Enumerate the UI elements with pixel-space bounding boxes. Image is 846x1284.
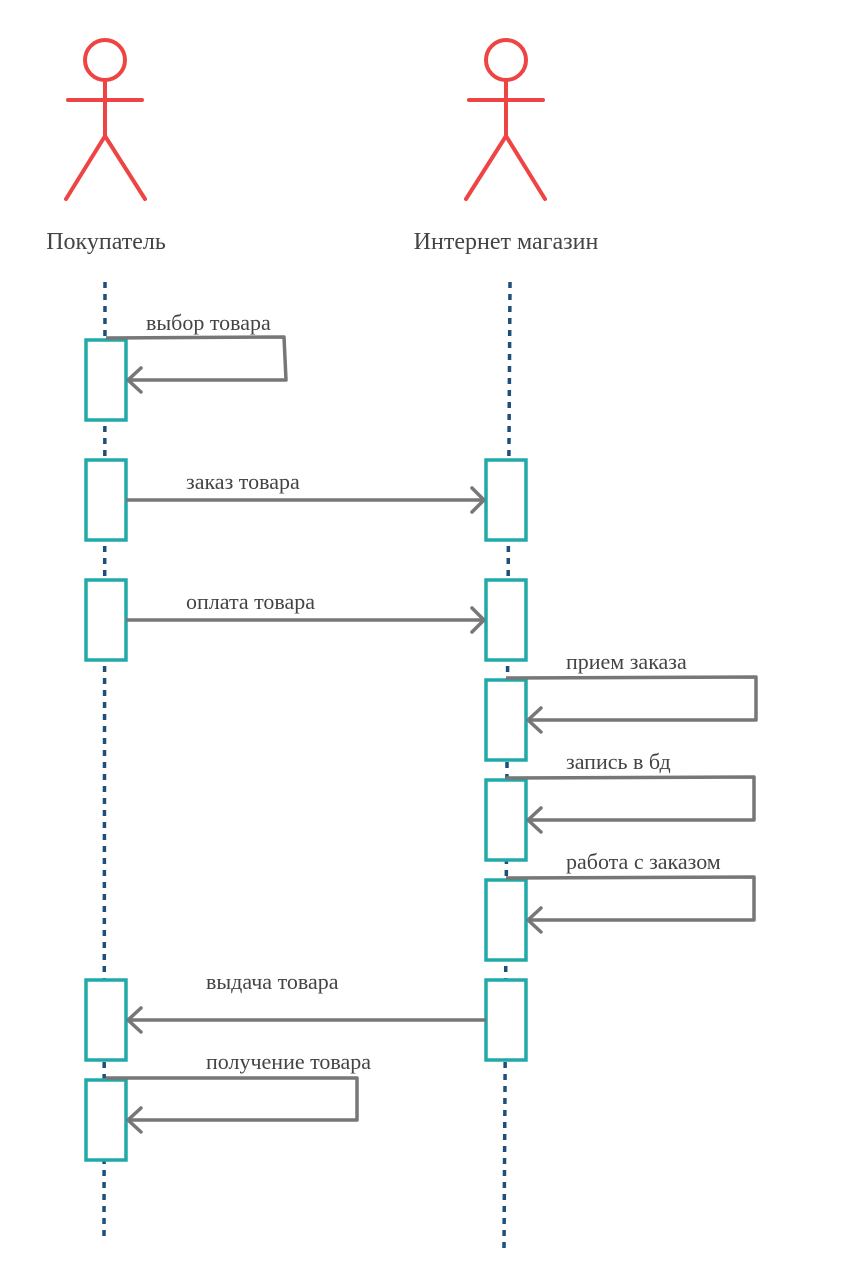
actor-buyer: Покупатель bbox=[46, 38, 166, 255]
actor-label-shop: Интернет магазин bbox=[414, 229, 599, 255]
message-write-db: запись в бд bbox=[505, 749, 756, 834]
message-label: прием заказа bbox=[566, 649, 687, 674]
arrowhead-icon bbox=[126, 1106, 143, 1134]
arrowhead-icon bbox=[526, 806, 543, 834]
message-label: заказ товара bbox=[186, 469, 300, 494]
activation-box bbox=[484, 678, 528, 762]
activation-box bbox=[84, 458, 128, 542]
message-process-order: работа с заказом bbox=[505, 849, 756, 934]
activation-box bbox=[84, 1078, 128, 1162]
message-label: запись в бд bbox=[566, 749, 671, 774]
message-pay-product: оплата товара bbox=[126, 589, 486, 634]
arrowhead-icon bbox=[526, 706, 543, 734]
lifeline-shop bbox=[502, 281, 512, 1249]
stick-figure-icon bbox=[464, 38, 547, 201]
arrowhead-icon bbox=[126, 1006, 143, 1034]
activation-box bbox=[484, 978, 528, 1062]
message-label: оплата товара bbox=[186, 589, 315, 614]
stick-figure-icon bbox=[64, 38, 147, 201]
arrowhead-icon bbox=[470, 606, 486, 634]
message-receive-product: получение товара bbox=[106, 1049, 371, 1134]
message-order-product: заказ товара bbox=[126, 469, 486, 514]
arrowhead-icon bbox=[470, 486, 486, 514]
message-accept-order: прием заказа bbox=[505, 649, 758, 734]
message-label: получение товара bbox=[206, 1049, 371, 1074]
message-label: выбор товара bbox=[146, 310, 271, 335]
message-issue-product: выдача товара bbox=[126, 969, 486, 1034]
activation-box bbox=[484, 878, 528, 962]
actor-label-buyer: Покупатель bbox=[46, 229, 166, 255]
message-label: выдача товара bbox=[206, 969, 339, 994]
activation-box bbox=[84, 338, 128, 422]
arrowhead-icon bbox=[126, 366, 143, 394]
lifeline-buyer bbox=[102, 281, 107, 1241]
activation-box bbox=[484, 578, 528, 662]
activation-box bbox=[84, 578, 128, 662]
actor-shop: Интернет магазин bbox=[414, 38, 599, 255]
arrowhead-icon bbox=[526, 906, 543, 934]
activation-box bbox=[484, 458, 528, 542]
message-label: работа с заказом bbox=[566, 849, 721, 874]
activation-box bbox=[84, 978, 128, 1062]
message-select-product: выбор товара bbox=[105, 310, 288, 394]
activation-box bbox=[484, 778, 528, 862]
